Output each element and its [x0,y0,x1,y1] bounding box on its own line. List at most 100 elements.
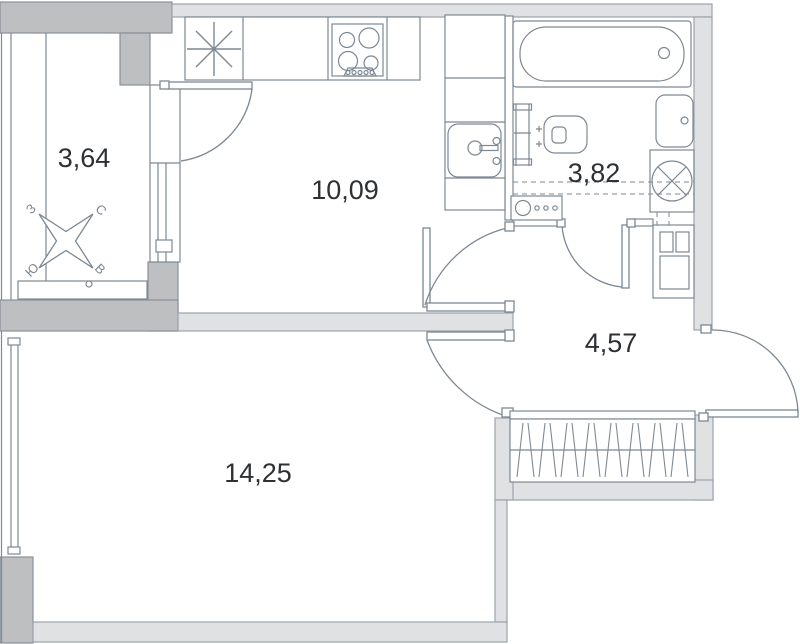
bathtub-inner [519,26,685,82]
entrance-door-swing [711,329,799,413]
shaft-duct-3 [659,255,690,290]
stove-knob-5 [369,69,375,76]
bathroom-fixtures [510,20,695,299]
washing-machine-icon [649,149,695,213]
toilet-mount-1 [536,126,542,132]
loggia-door-swing [180,88,253,162]
stove-burner-1 [338,31,356,49]
wall-bottom [32,621,508,643]
compass-rose: З С Ю В [22,201,110,280]
stove-knob-3 [357,69,363,76]
entrance-door-frame-top [700,324,712,334]
stove-burner-2 [358,27,380,49]
room-window-cap-bottom [7,546,21,555]
wardrobe-hatch [516,422,689,478]
loggia-bottom-window [17,280,148,300]
sink-tap-2 [492,156,501,166]
sink-basin [447,123,502,178]
room-door-swing [426,339,513,419]
sink-faucet [479,144,499,152]
bathtub-drain [657,46,671,60]
living-room-area-label: 14,25 [224,458,292,488]
entrance-door-hinge [698,412,709,422]
towel-rail-icon [512,103,533,166]
bathtub-outer [512,20,692,88]
wardrobe [509,410,696,483]
bathroom-door-leaf [621,224,630,289]
ventilation-shaft-icon [652,224,695,299]
toilet-flush [551,126,567,144]
control-dot-1 [534,205,540,211]
loggia-door-hinge [159,80,170,90]
washer-cross-2 [657,166,687,196]
walls-dark [0,1,179,644]
wall-left-bottom [0,556,34,644]
washer-control-box-icon [510,195,563,221]
stove-knob-4 [363,69,369,76]
stove-burner-4 [363,55,379,71]
towel-rail-bottom [512,158,533,166]
compass-star [38,213,94,269]
shaft-duct-2 [675,231,690,253]
control-dial [514,199,532,217]
bathroom-door-swing [561,224,623,288]
compass-south-label: Ю [22,260,42,280]
toilet-icon [536,115,588,154]
loggia-door-leaf [167,81,253,90]
hallway-area-label: 4,57 [585,328,638,358]
bathtub-icon [512,20,692,88]
doors [159,80,799,422]
washer-drum [651,160,693,202]
fridge-icon [187,22,241,76]
windows [0,33,181,643]
wall-kitchen-bath [504,15,514,221]
room-door-frame [504,329,515,342]
wall-top-loggia [0,1,173,34]
wall-pier-loggia-top [119,32,151,86]
kitchen-area-label: 10,09 [311,175,379,205]
room-door-leaf [426,331,513,341]
area-labels: 3,64 10,09 3,82 4,57 14,25 [58,143,638,488]
wall-kitchen-room [177,312,514,332]
control-dot-3 [552,205,558,211]
kitchen-sink-icon [447,123,502,178]
wall-bath-bottom-right [632,218,654,227]
shaft-duct-1 [659,231,674,253]
wall-right [693,16,713,331]
room-window-cap-top [7,337,21,346]
loggia-window-vent [85,280,93,288]
kitchen-door-frame [504,300,515,313]
loggia-area-label: 3,64 [58,143,111,173]
wall-closet-bottom [504,479,714,501]
compass-east-label: В [92,260,109,277]
compass-west-label: З [23,201,39,217]
washer-body [649,149,695,213]
kitchen-wall-end-mark [504,221,515,232]
control-box [510,195,563,221]
kitchen-door-threshold [426,302,513,312]
sink-tap-1 [492,136,501,146]
bathroom-sink-basin [655,94,694,148]
wall-loggia-bottom [0,299,179,332]
stove-icon [331,23,384,77]
bathroom-door-frame-right [626,218,636,228]
sink-drain [467,140,483,156]
stove-knob-2 [351,69,357,76]
walls-light [32,3,714,643]
wall-room-right [494,499,508,623]
bathroom-area-label: 3,82 [568,158,621,188]
wall-top [171,3,713,18]
loggia-door-window-unit [149,84,181,263]
unit-sill [155,239,173,253]
bathroom-sink-drain [680,116,689,125]
kitchen-fixtures [184,14,506,211]
entrance-door-leaf [705,409,799,418]
control-dot-2 [543,205,549,211]
kitchen-door-swing [424,227,508,306]
towel-rail-top [512,103,533,111]
compass-north-label: С [93,201,110,218]
toilet-mount-2 [536,141,542,147]
toilet-bowl [543,115,588,154]
